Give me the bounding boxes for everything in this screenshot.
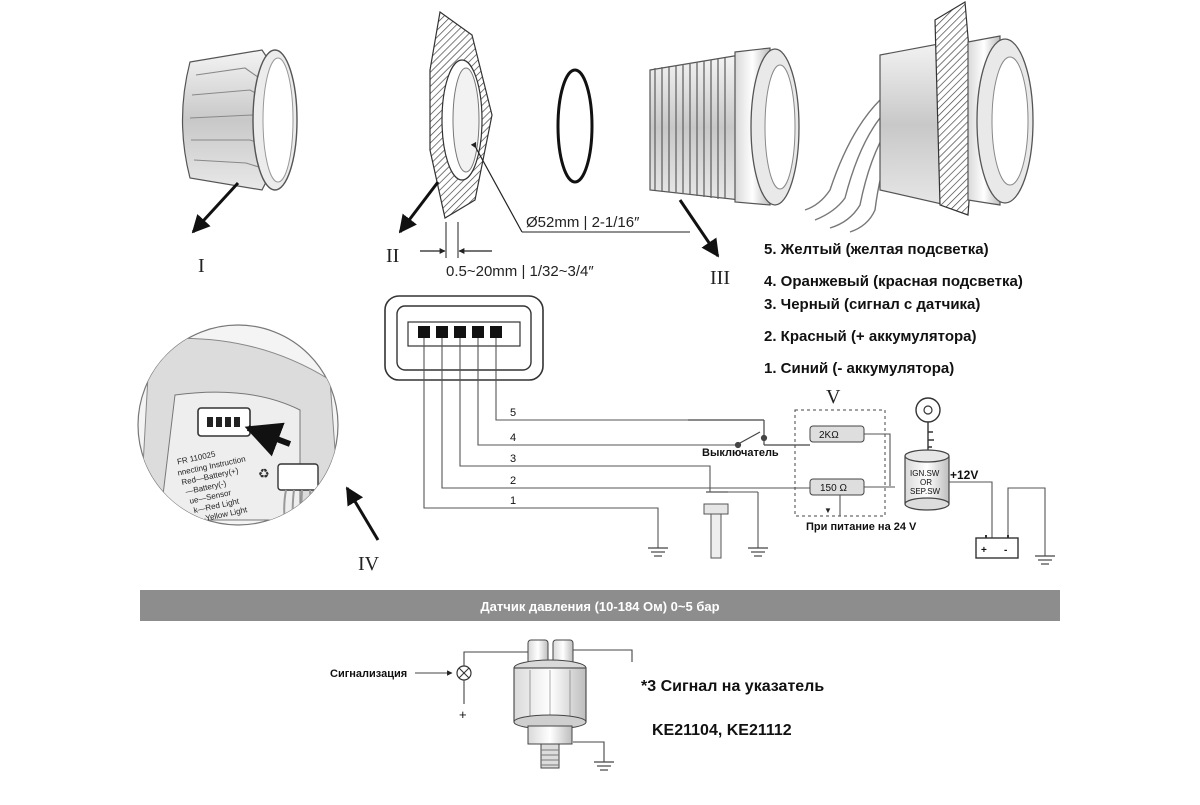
wire-3 <box>459 338 711 492</box>
wire-number: 4 <box>510 432 516 444</box>
part-iii-threaded-nut <box>649 47 800 206</box>
wire-number: 2 <box>510 475 516 487</box>
part-iv-label: IV <box>358 553 380 575</box>
part-i-bezel-ring <box>181 49 298 191</box>
ignition-wiring <box>839 433 895 516</box>
dashed-arrow: ▼ <box>824 506 832 515</box>
wiring-schematic <box>423 338 810 548</box>
part-iii-label: III <box>710 267 730 289</box>
ground-symbol <box>594 761 614 771</box>
wire-5 <box>495 338 688 421</box>
ign-text: IGN.SW <box>910 469 940 478</box>
assembled-gauge <box>804 0 1034 233</box>
wire-4 <box>477 338 735 446</box>
ignition-key-icon <box>915 397 941 452</box>
part-v-label: V <box>826 386 841 408</box>
sender-ground-wire <box>573 741 605 762</box>
ground-symbol <box>648 547 668 557</box>
pressure-sender-icon <box>513 639 587 769</box>
note-24v: При питание на 24 V <box>806 521 917 533</box>
wire-legend-item: 2. Красный (+ аккумулятора) <box>764 328 977 345</box>
resistor-2k-value: 2KΩ <box>819 430 839 441</box>
part-ii-arrow <box>398 181 440 234</box>
wire-legend-item: 4. Оранжевый (красная подсветка) <box>764 273 1023 290</box>
ignition-switch <box>904 449 950 511</box>
wire-legend: 5. Желтый (желтая подсветка) 4. Оранжевы… <box>764 241 1023 377</box>
alarm-lamp-icon <box>456 665 472 681</box>
connector-closeup: FR 110025 nnecting Instruction Red—Batte… <box>137 324 339 526</box>
battery-icon <box>975 537 1019 559</box>
light-switch <box>688 419 810 449</box>
diameter-dimension: Ø52mm | 2-1/16″ <box>526 214 640 231</box>
sender-banner-text: Датчик давления (10-184 Ом) 0~5 бар <box>480 599 719 614</box>
switch-label: Выключатель <box>702 447 779 459</box>
wire-1 <box>423 338 659 548</box>
thickness-dimension: 0.5~20mm | 1/32~3/4″ <box>446 263 594 280</box>
part-iii-arrow <box>678 199 720 258</box>
sensor-stud <box>703 491 768 559</box>
part-i-label: I <box>198 255 205 277</box>
sender-banner <box>140 590 1060 621</box>
part-iv-arrow <box>345 486 380 541</box>
connector-plug <box>384 295 544 381</box>
part-ii-mounting-plate <box>429 10 493 219</box>
alarm-plus: + <box>459 707 467 722</box>
recycle-icon: ♻ <box>258 466 270 481</box>
alarm-label: Сигнализация <box>330 668 407 680</box>
ign-text: SEP.SW <box>910 487 941 496</box>
ign-text: OR <box>920 478 932 487</box>
o-ring <box>556 68 594 184</box>
battery-plus: + <box>981 545 987 556</box>
wire-number: 1 <box>510 495 516 507</box>
ground-symbol <box>1035 555 1055 565</box>
battery-minus: - <box>1004 545 1007 556</box>
voltage-label: +12V <box>950 468 978 482</box>
wire-number: 3 <box>510 453 516 465</box>
battery-wiring <box>949 481 1046 556</box>
resistor-150-value: 150 Ω <box>820 483 847 494</box>
part-i-arrow <box>191 181 240 234</box>
wire-2 <box>441 338 810 489</box>
wire-legend-item: 3. Черный (сигнал с датчика) <box>764 296 980 313</box>
signal-note: *3 Сигнал на указатель <box>641 678 824 695</box>
diameter-leader <box>470 141 523 233</box>
wire-legend-item: 1. Синий (- аккумулятора) <box>764 360 954 377</box>
model-numbers: KE21104, KE21112 <box>652 722 792 739</box>
wire-number: 5 <box>510 407 516 419</box>
wire-legend-item: 5. Желтый (желтая подсветка) <box>764 241 989 258</box>
part-ii-label: II <box>386 245 399 267</box>
